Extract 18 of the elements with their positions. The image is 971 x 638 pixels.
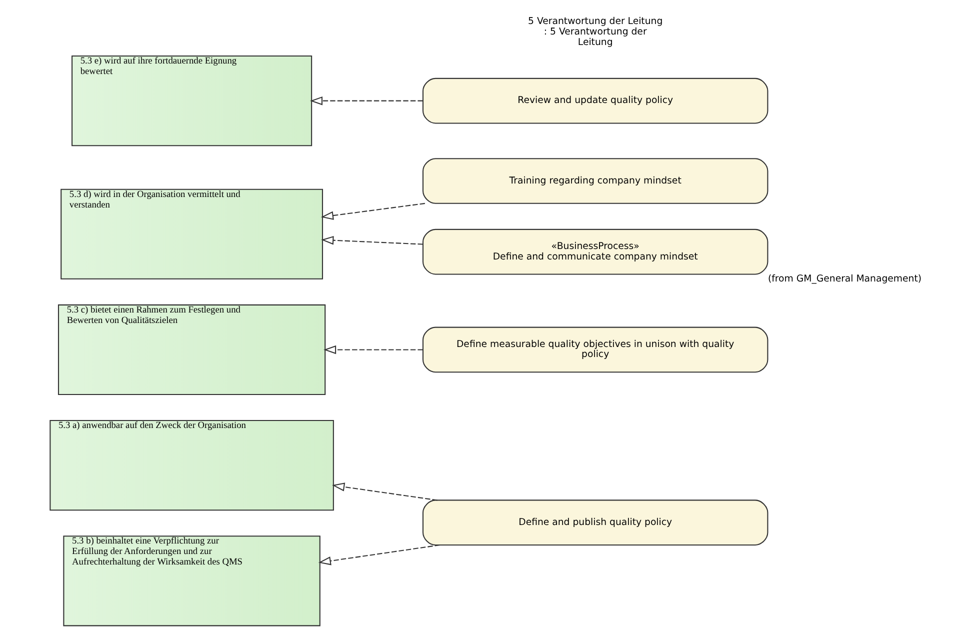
arrow [320,236,422,245]
arrow [318,544,440,566]
node-box: 5.3 e) wird auf ihre fortdauernde Eignung bewertet [71,56,312,146]
node-box: 5.3 d) wird in der Organisation vermittelt und verstanden [60,188,323,280]
node-box: Define and publish quality policy [422,500,768,546]
node-box: Define measurable quality objectives in unison with quality policy [422,326,768,373]
label: 5 Verantwortung der Leitung : 5 Verantwortung der Leitung [528,16,662,48]
node-box: 5.3 a) anwendbar auf den Zweck der Organisation [49,420,334,511]
arrow [323,345,422,354]
node-label: (from GM_General Management) [767,274,922,285]
arrow [309,96,422,106]
node-box: «BusinessProcess» Define and communicate company mindset [422,228,768,275]
node-box: Review and update quality policy [422,78,768,124]
node-box: 5.3 b) beinhaltet eine Verpflichtung zur Erfüllung der Anforderungen und zur Aufrechterhaltung der Wirksamkeit des QMS [62,536,320,626]
node-box: 5.3 c) bietet einen Rahmen zum Festlegen und Bewerten von Qualitätszielen [57,304,326,396]
arrow [320,202,424,220]
node-box: Training regarding company mindset [422,158,768,204]
arrow [332,482,437,501]
